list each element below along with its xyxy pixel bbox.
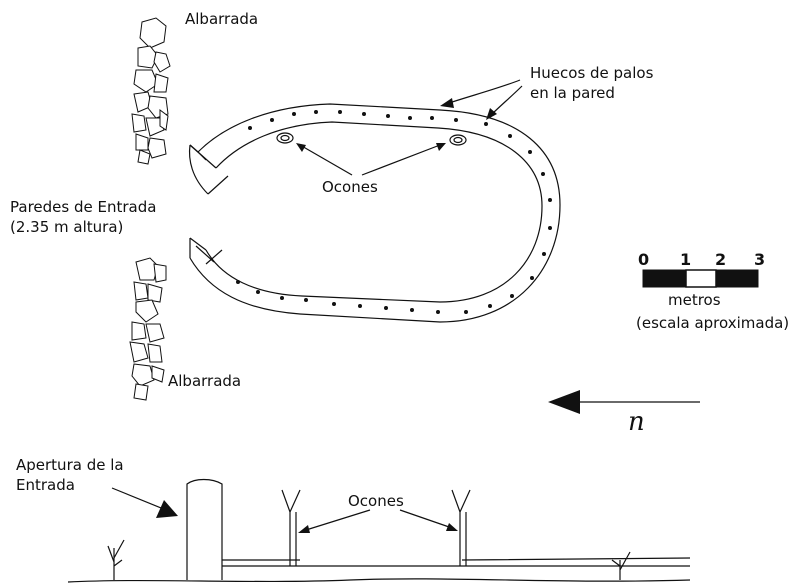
scale-unit: metros [668,291,721,309]
scale-note: (escala aproximada) [636,314,789,332]
label-apertura-line2: Entrada [16,476,75,494]
scale-tick-2: 2 [715,250,726,269]
ocones-plan-markers [276,132,467,146]
label-albarrada-top: Albarrada [185,10,258,28]
label-paredes-line2: (2.35 m altura) [10,218,123,236]
albarrada-bottom-stones [129,257,167,401]
ocones-section-arrows [298,509,458,533]
label-albarrada-bottom: Albarrada [168,372,241,390]
albarrada-top-stones [131,17,171,165]
scale-bar [642,269,759,288]
scale-tick-0: 0 [638,250,649,269]
ocones-plan-arrows [296,143,446,176]
corral-wall [188,103,561,323]
label-ocones-plan: Ocones [322,178,378,196]
label-apertura-line1: Apertura de la [16,456,124,474]
scale-tick-3: 3 [754,250,765,269]
scale-tick-1: 1 [680,250,691,269]
label-paredes-line1: Paredes de Entrada [10,198,156,216]
label-huecos-line2: en la pared [530,84,615,102]
huecos-arrows [440,79,523,120]
label-ocones-section: Ocones [348,492,404,510]
apertura-arrow [111,487,178,518]
label-huecos-line1: Huecos de palos [530,64,654,82]
north-arrow [548,390,700,414]
section-view [67,478,691,583]
north-symbol: n [628,407,645,437]
